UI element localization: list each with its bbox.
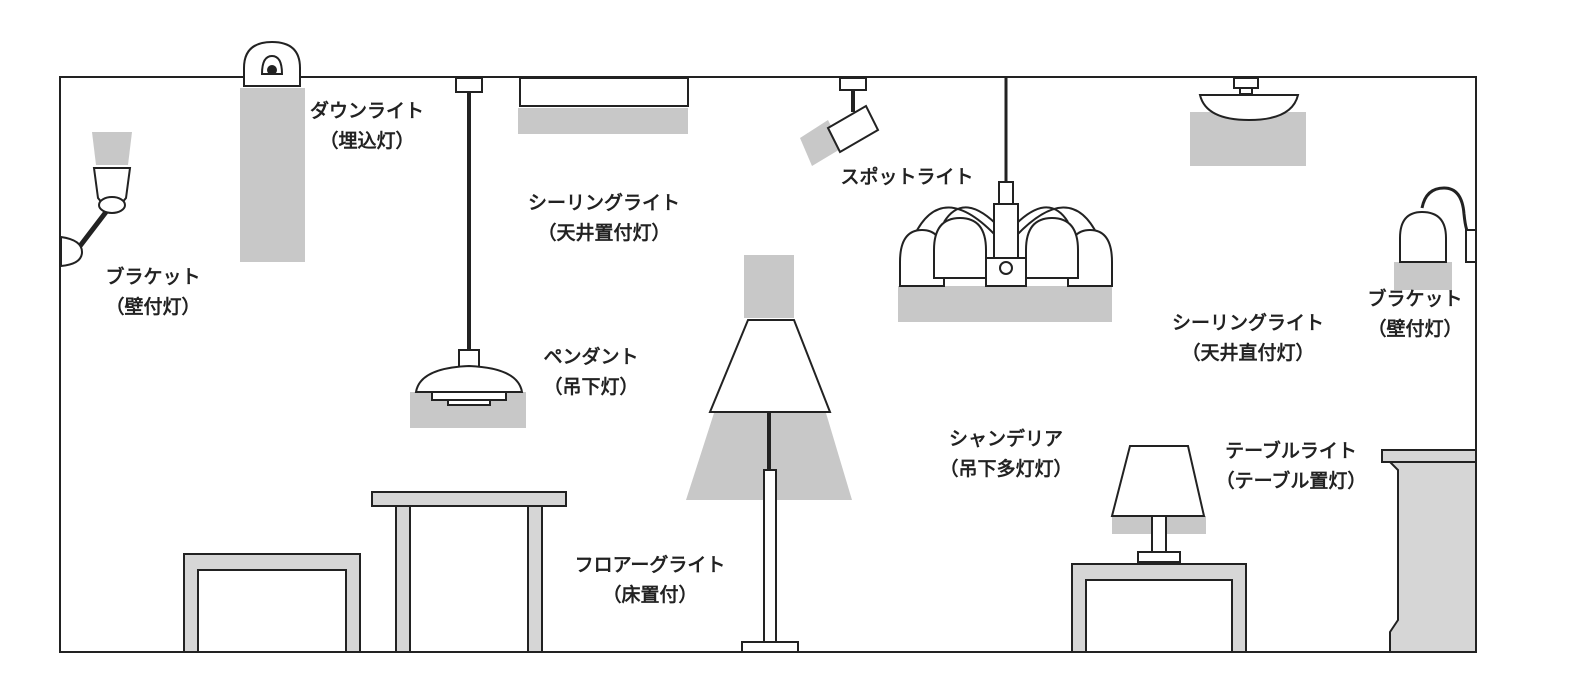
bracket-right-fixture bbox=[1399, 186, 1477, 263]
label-table-light-sub: （テーブル置灯） bbox=[1215, 470, 1367, 492]
label-bracket-left: ブラケット （壁付灯） bbox=[78, 262, 228, 322]
label-chandelier-sub: （吊下多灯灯） bbox=[939, 458, 1073, 480]
floor-light-fixture bbox=[708, 319, 832, 653]
downlight-fixture bbox=[243, 40, 301, 87]
label-pendant: ペンダント （吊下灯） bbox=[516, 342, 666, 402]
bracket-left-glow bbox=[92, 132, 132, 165]
label-table-light: テーブルライト （テーブル置灯） bbox=[1196, 436, 1386, 496]
ceiling-direct-glow bbox=[1190, 112, 1306, 166]
label-bracket-right-sub: （壁付灯） bbox=[1367, 318, 1463, 340]
cabinet bbox=[1381, 449, 1477, 653]
label-spotlight: スポットライト bbox=[822, 162, 992, 192]
spotlight-fixture bbox=[826, 77, 880, 154]
ceiling-direct-fixture bbox=[1198, 77, 1300, 122]
label-ceiling-direct-name: シーリングライト bbox=[1171, 312, 1324, 334]
pendant-fixture bbox=[414, 77, 524, 406]
label-floor-light: フロアーグライト （床置付） bbox=[550, 550, 750, 610]
label-bracket-right: ブラケット （壁付灯） bbox=[1340, 284, 1490, 344]
low-table bbox=[183, 553, 361, 653]
label-table-light-name: テーブルライト bbox=[1225, 440, 1357, 462]
label-bracket-left-sub: （壁付灯） bbox=[105, 296, 201, 318]
label-downlight-sub: （埋込灯） bbox=[319, 130, 415, 152]
ceiling-mounted-fixture bbox=[519, 77, 689, 107]
label-ceiling-direct-sub: （天井直付灯） bbox=[1181, 342, 1315, 364]
downlight-glow bbox=[240, 88, 305, 262]
label-downlight: ダウンライト （埋込灯） bbox=[292, 96, 442, 156]
label-pendant-name: ペンダント bbox=[543, 346, 639, 368]
chandelier-fixture bbox=[899, 78, 1113, 287]
label-floor-light-name: フロアーグライト bbox=[574, 554, 726, 576]
label-chandelier: シャンデリア （吊下多灯灯） bbox=[906, 424, 1106, 484]
label-downlight-name: ダウンライト bbox=[309, 100, 424, 122]
bracket-left-fixture bbox=[60, 167, 132, 268]
bracket-right-glow bbox=[1394, 262, 1452, 290]
ceiling-mounted-glow bbox=[518, 108, 688, 134]
label-spotlight-name: スポットライト bbox=[840, 166, 974, 188]
label-chandelier-name: シャンデリア bbox=[948, 428, 1063, 450]
floor-light-upper-glow bbox=[744, 255, 794, 318]
label-ceiling-direct: シーリングライト （天井直付灯） bbox=[1148, 308, 1348, 368]
label-bracket-left-name: ブラケット bbox=[105, 266, 201, 288]
high-table bbox=[371, 491, 567, 653]
label-bracket-right-name: ブラケット bbox=[1367, 288, 1463, 310]
chandelier-glow bbox=[898, 286, 1112, 322]
side-table bbox=[1071, 563, 1247, 653]
label-floor-light-sub: （床置付） bbox=[602, 584, 698, 606]
table-light-fixture bbox=[1110, 445, 1206, 563]
label-pendant-sub: （吊下灯） bbox=[543, 376, 639, 398]
label-ceiling-mounted-sub: （天井置付灯） bbox=[537, 222, 671, 244]
label-ceiling-mounted-name: シーリングライト bbox=[527, 192, 680, 214]
label-ceiling-mounted: シーリングライト （天井置付灯） bbox=[504, 188, 704, 248]
